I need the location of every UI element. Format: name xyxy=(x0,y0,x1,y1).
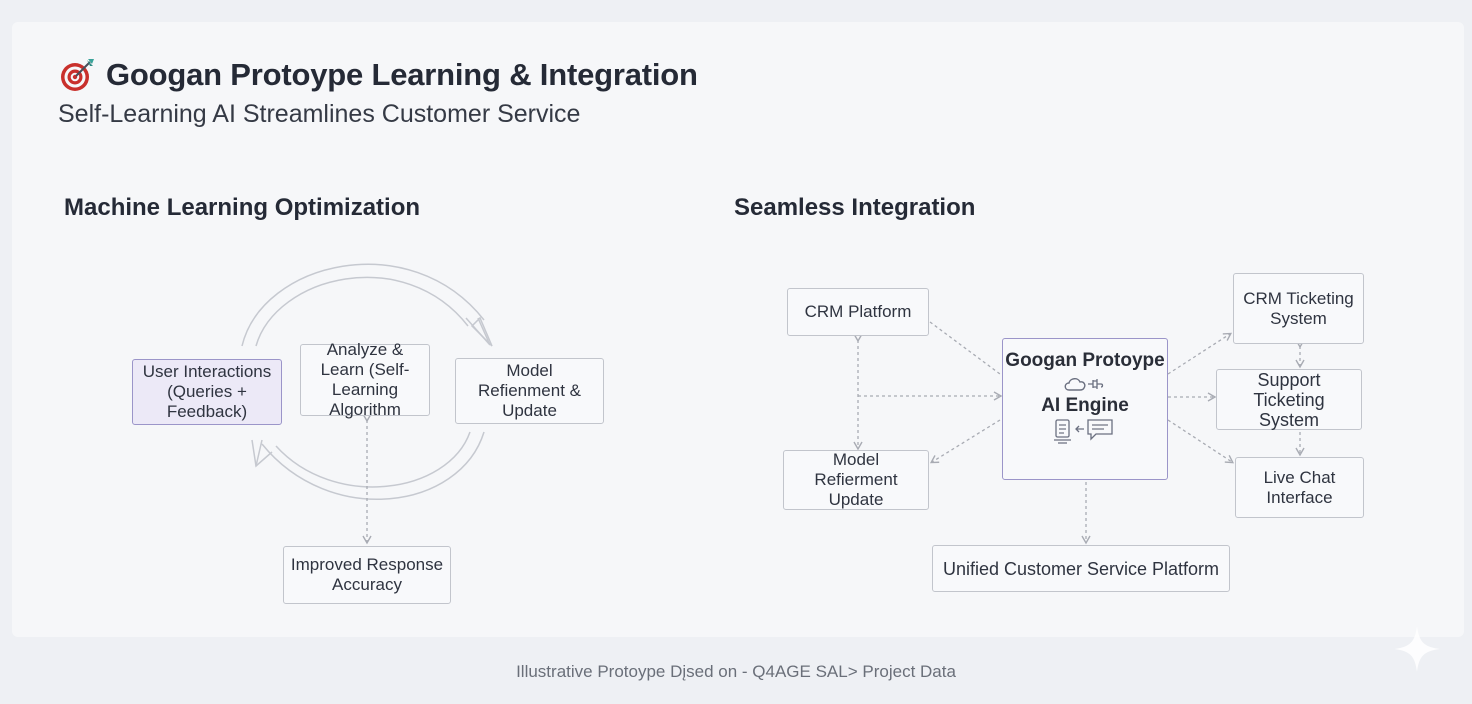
engine-subtitle: AI Engine xyxy=(1041,395,1129,416)
main-card xyxy=(12,22,1464,637)
model-refinement-node: Model Refienment & Update xyxy=(455,358,604,424)
improved-accuracy-node: Improved Response Accuracy xyxy=(283,546,451,604)
title-row: Googan Protoype Learning & Integration xyxy=(58,56,698,94)
live-chat-node: Live Chat Interface xyxy=(1235,457,1364,518)
crm-engine-connector xyxy=(929,321,1001,375)
integration-section-heading: Seamless Integration xyxy=(734,194,976,221)
support-ticketing-node: Support Ticketing System xyxy=(1216,369,1362,430)
cloud-plug-icon xyxy=(1064,378,1104,391)
model-update-node: Model Refierment Update xyxy=(783,450,929,510)
ml-section-heading: Machine Learning Optimization xyxy=(64,194,421,221)
engine-model-connector xyxy=(929,419,1001,464)
analyze-learn-node: Analyze & Learn (Self-Learning Algorithm xyxy=(300,340,430,419)
engine-crm-ticketing-connector xyxy=(1167,332,1233,375)
sparkle-icon xyxy=(1394,626,1440,672)
page-subtitle: Self-Learning AI Streamlines Customer Se… xyxy=(58,100,581,128)
footer-note: Illustrative Protoype Dįsed on - Q4AGE S… xyxy=(516,662,956,681)
engine-livechat-connector xyxy=(1167,419,1235,464)
cycle-top-arc xyxy=(241,263,493,347)
target-icon xyxy=(61,59,94,91)
cycle-bottom-arc xyxy=(251,431,485,500)
document-chat-icon xyxy=(1054,419,1113,444)
ai-engine-node: Googan Protoype AI Engine xyxy=(1002,338,1168,480)
user-interactions-node: User Interactions (Queries + Feedback) xyxy=(132,359,282,425)
page-title: Googan Protoype Learning & Integration xyxy=(106,57,698,92)
crm-platform-node: CRM Platform xyxy=(787,288,929,336)
engine-name: Googan Protoype xyxy=(1005,350,1165,371)
unified-platform-node: Unified Customer Service Platform xyxy=(932,545,1230,592)
crm-ticketing-node: CRM Ticketing System xyxy=(1233,273,1364,344)
